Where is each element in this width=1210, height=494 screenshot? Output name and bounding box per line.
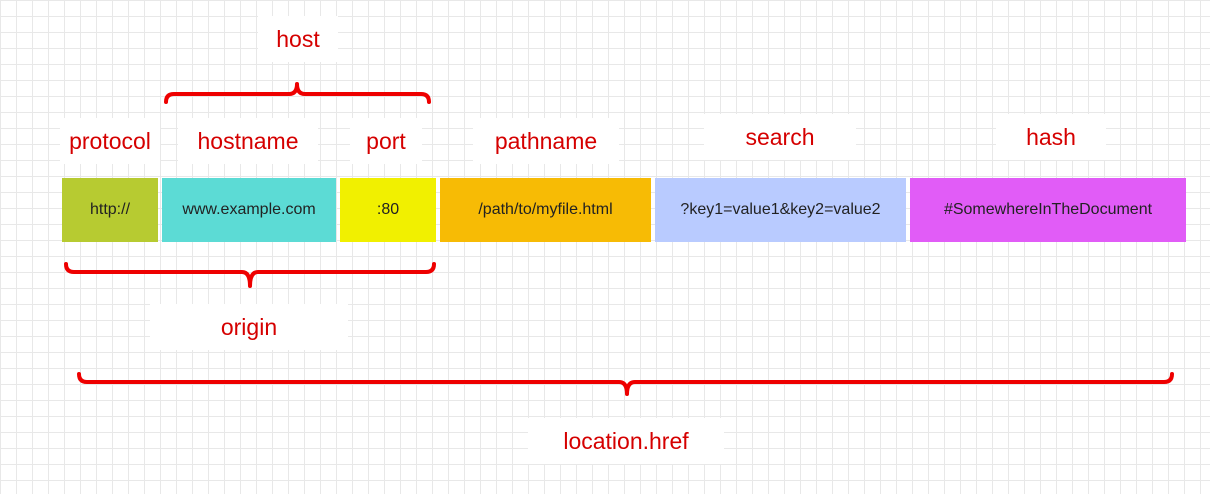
pathname-segment: /path/to/myfile.html <box>440 178 651 242</box>
port-segment: :80 <box>340 178 436 242</box>
hostname-label: hostname <box>178 118 318 164</box>
port-label: port <box>350 118 422 164</box>
protocol-label: protocol <box>60 118 160 164</box>
origin-brace <box>64 262 436 288</box>
host-label: host <box>258 16 338 62</box>
href-brace <box>77 372 1174 396</box>
host-brace <box>164 82 431 104</box>
search-label: search <box>704 114 856 160</box>
location-href-label: location.href <box>528 418 724 464</box>
hostname-segment: www.example.com <box>162 178 336 242</box>
hash-label: hash <box>996 114 1106 160</box>
pathname-label: pathname <box>473 118 619 164</box>
search-segment: ?key1=value1&key2=value2 <box>655 178 906 242</box>
origin-label: origin <box>150 304 348 350</box>
protocol-segment: http:// <box>62 178 158 242</box>
hash-segment: #SomewhereInTheDocument <box>910 178 1186 242</box>
